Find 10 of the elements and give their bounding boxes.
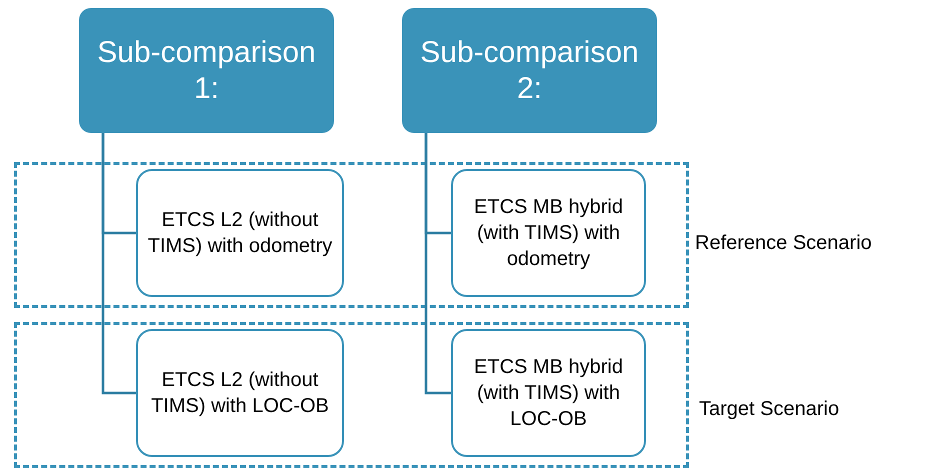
option-box: ETCS MB hybrid (with TIMS) with odometry: [451, 169, 646, 297]
option-box: ETCS L2 (without TIMS) with LOC-OB: [136, 329, 344, 457]
scenario-label: Reference Scenario: [695, 232, 872, 255]
option-box: ETCS L2 (without TIMS) with odometry: [136, 169, 344, 297]
connector-line: [424, 133, 451, 394]
option-box: ETCS MB hybrid (with TIMS) with LOC-OB: [451, 329, 646, 457]
scenario-label: Target Scenario: [699, 398, 840, 421]
header-box: Sub-comparison 2:: [402, 8, 657, 133]
header-box: Sub-comparison 1:: [79, 8, 334, 133]
connector-line: [102, 133, 136, 394]
